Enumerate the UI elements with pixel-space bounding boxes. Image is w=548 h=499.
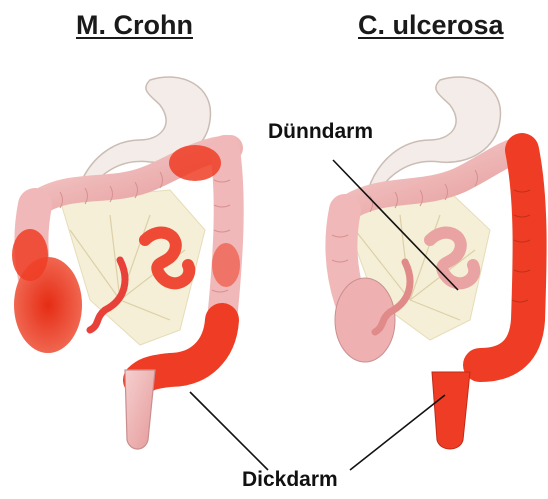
crohn-rectum [125, 370, 155, 449]
crohn-illustration [12, 77, 240, 449]
leader-line-large-intestine-right [350, 395, 445, 470]
colitis-descending-colon-inflamed [480, 150, 530, 365]
label-large-intestine: Dickdarm [242, 468, 338, 492]
label-small-intestine: Dünndarm [268, 120, 373, 144]
crohn-descending-colon [222, 150, 229, 320]
colitis-rectum-inflamed [432, 372, 470, 449]
leader-line-large-intestine-left [190, 392, 268, 470]
